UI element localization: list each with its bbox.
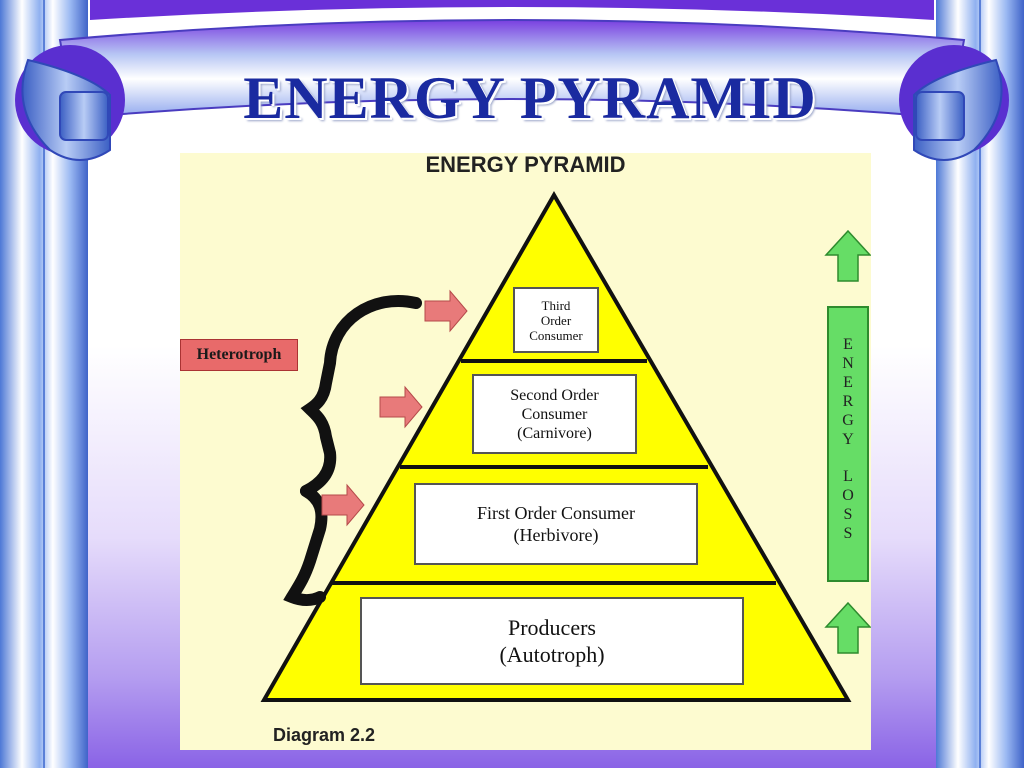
pyramid-level-first-order-consumer: First Order Consumer (Herbivore) xyxy=(414,483,698,565)
green-up-arrow-icon xyxy=(824,229,871,282)
energy-loss-letter: L xyxy=(843,468,853,485)
energy-loss-letter: E xyxy=(843,336,853,353)
energy-pyramid-diagram: ENERGY PYRAMID Third Order Consumer Seco… xyxy=(180,152,871,750)
energy-loss-letter: E xyxy=(843,374,853,391)
figure-title: ENERGY PYRAMID xyxy=(425,152,626,177)
energy-loss-letter: Y xyxy=(842,431,854,448)
pink-arrow-icon xyxy=(424,289,468,333)
pyramid-level-third-order-consumer: Third Order Consumer xyxy=(513,287,599,353)
pyramid-level-second-order-consumer: Second Order Consumer (Carnivore) xyxy=(472,374,637,454)
green-up-arrow-icon xyxy=(824,601,871,654)
slide-title: ENERGY PYRAMID xyxy=(243,65,817,131)
figure-caption: Diagram 2.2 xyxy=(273,725,376,745)
energy-loss-letter: O xyxy=(842,487,854,504)
curly-brace-upper xyxy=(300,295,422,497)
pink-arrow-icon xyxy=(379,385,423,429)
energy-loss-letter: S xyxy=(843,525,853,542)
energy-loss-letter: N xyxy=(842,355,854,372)
pyramid-level-producers: Producers (Autotroph) xyxy=(360,597,744,685)
energy-loss-letter: S xyxy=(843,506,853,523)
energy-loss-letter: R xyxy=(842,393,854,410)
scroll-banner xyxy=(15,0,1009,161)
heterotroph-label: Heterotroph xyxy=(180,339,298,371)
energy-loss-letter: G xyxy=(842,412,854,429)
curly-brace-lower xyxy=(283,485,328,606)
pink-arrow-icon xyxy=(321,483,365,527)
